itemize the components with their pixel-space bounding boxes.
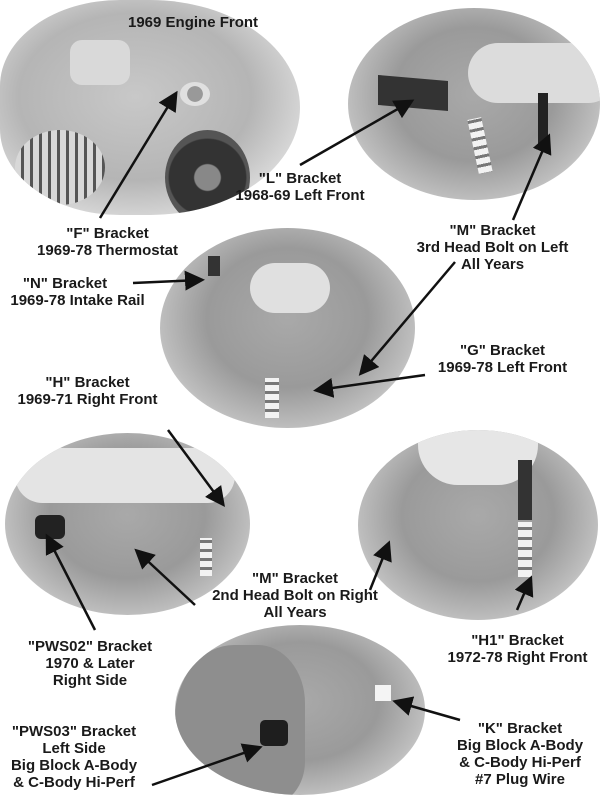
arrow-H1 bbox=[514, 575, 534, 611]
label-G-desc: 1969-78 Left Front bbox=[437, 359, 568, 376]
distributor-shape bbox=[70, 40, 130, 85]
arrow-PWS02 bbox=[45, 533, 97, 631]
label-K: "K" Bracket Big Block A-Body & C-Body Hi… bbox=[440, 720, 600, 788]
manifold-shape bbox=[468, 43, 600, 103]
label-M-left: "M" Bracket 3rd Head Bolt on Left All Ye… bbox=[400, 222, 585, 273]
label-M-left-desc: 3rd Head Bolt on Left bbox=[416, 239, 569, 256]
engine-front-photo bbox=[0, 0, 300, 215]
right-front-photo bbox=[5, 433, 250, 615]
label-PWS03: "PWS03" Bracket Left Side Big Block A-Bo… bbox=[0, 723, 148, 791]
arrow-L bbox=[299, 99, 415, 167]
label-K-note: #7 Plug Wire bbox=[475, 771, 565, 788]
label-H1-desc: 1972-78 Right Front bbox=[447, 649, 588, 666]
label-K-model-2: & C-Body Hi-Perf bbox=[459, 754, 581, 771]
thermostat-shape bbox=[180, 82, 210, 106]
arrow-M-left bbox=[511, 133, 552, 221]
label-PWS03-name: "PWS03" Bracket bbox=[11, 723, 137, 740]
arrow-M-right-1 bbox=[134, 548, 196, 606]
comb-shape bbox=[200, 538, 212, 576]
bracket-K-shape bbox=[375, 685, 391, 701]
label-L: "L" Bracket 1968-69 Left Front bbox=[215, 170, 385, 204]
alternator-shape bbox=[15, 130, 105, 205]
label-G-name: "G" Bracket bbox=[459, 342, 546, 359]
label-PWS03-model-2: & C-Body Hi-Perf bbox=[13, 774, 135, 791]
right-front-1972-photo bbox=[358, 430, 598, 620]
label-PWS03-model: Big Block A-Body bbox=[10, 757, 138, 774]
label-N: "N" Bracket 1969-78 Intake Rail bbox=[0, 275, 155, 309]
arrow-M-left-2 bbox=[358, 261, 456, 376]
label-PWS03-side: Left Side bbox=[42, 740, 106, 757]
label-H-desc: 1969-71 Right Front bbox=[17, 391, 158, 408]
label-F: "F" Bracket 1969-78 Thermostat bbox=[5, 225, 210, 259]
label-H-name: "H" Bracket bbox=[45, 374, 130, 391]
arrow-PWS03 bbox=[151, 743, 263, 787]
label-N-desc: 1969-78 Intake Rail bbox=[10, 292, 145, 309]
arrow-N bbox=[132, 270, 205, 291]
label-M-left-years: All Years bbox=[460, 256, 525, 273]
label-M-right: "M" Bracket 2nd Head Bolt on Right All Y… bbox=[195, 570, 395, 621]
bracket-PWS03-shape bbox=[260, 720, 288, 746]
arrow-M-right-2 bbox=[368, 540, 392, 591]
label-M-right-years: All Years bbox=[263, 604, 327, 621]
manifold-shape bbox=[250, 263, 330, 313]
label-K-name: "K" Bracket bbox=[477, 720, 563, 737]
comb-shape bbox=[265, 378, 279, 418]
label-M-right-desc: 2nd Head Bolt on Right bbox=[212, 587, 378, 604]
arrow-H bbox=[166, 429, 225, 508]
comb-shape bbox=[518, 522, 532, 577]
label-K-model: Big Block A-Body bbox=[456, 737, 584, 754]
label-F-name: "F" Bracket bbox=[66, 225, 149, 242]
hi-perf-photo bbox=[175, 625, 425, 795]
pulley-shape bbox=[165, 130, 250, 215]
label-M-left-name: "M" Bracket bbox=[449, 222, 536, 239]
bracket-N-shape bbox=[208, 256, 220, 276]
label-L-desc: 1968-69 Left Front bbox=[235, 187, 365, 204]
label-L-name: "L" Bracket bbox=[258, 170, 342, 187]
label-PWS02: "PWS02" Bracket 1970 & Later Right Side bbox=[15, 638, 165, 689]
bracket-H1-shape bbox=[518, 460, 532, 520]
arrow-F bbox=[98, 90, 178, 219]
label-H1-name: "H1" Bracket bbox=[471, 632, 564, 649]
intake-rail-photo bbox=[160, 228, 415, 428]
label-PWS02-desc: 1970 & Later bbox=[45, 655, 135, 672]
manifold-shape bbox=[15, 448, 235, 503]
label-PWS02-name: "PWS02" Bracket bbox=[27, 638, 153, 655]
label-PWS02-side: Right Side bbox=[52, 672, 128, 689]
label-N-name: "N" Bracket bbox=[22, 275, 108, 292]
label-H1: "H1" Bracket 1972-78 Right Front bbox=[435, 632, 600, 666]
arrow-K bbox=[392, 696, 461, 722]
label-F-desc: 1969-78 Thermostat bbox=[37, 242, 178, 259]
label-H: "H" Bracket 1969-71 Right Front bbox=[5, 374, 170, 408]
left-front-photo bbox=[348, 8, 600, 200]
page-title: 1969 Engine Front bbox=[128, 14, 259, 31]
label-G: "G" Bracket 1969-78 Left Front bbox=[425, 342, 580, 376]
arrow-G bbox=[313, 373, 426, 398]
label-M-right-name: "M" Bracket bbox=[252, 570, 338, 587]
bracket-M-shape bbox=[538, 93, 548, 148]
